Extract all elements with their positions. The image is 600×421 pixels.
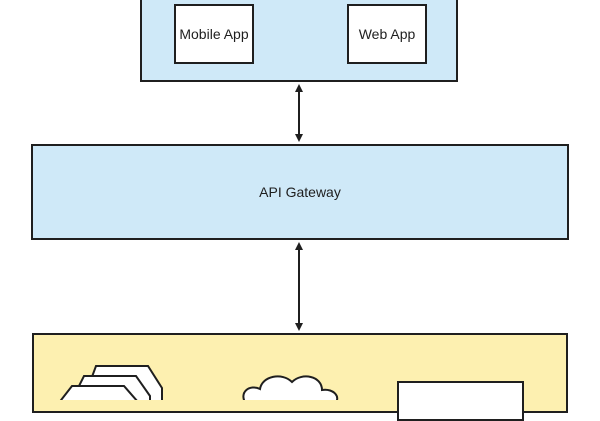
services-group [32, 333, 568, 421]
api-gateway-label: API Gateway [259, 184, 341, 200]
api-gateway-node: API Gateway [31, 144, 569, 240]
web-app-node: Web App [347, 4, 427, 64]
client-apps-group: Mobile App Web App [140, 0, 458, 82]
service-node [397, 381, 524, 421]
mobile-app-label: Mobile App [179, 26, 249, 42]
mobile-app-node: Mobile App [174, 4, 254, 64]
web-app-label: Web App [358, 26, 416, 42]
